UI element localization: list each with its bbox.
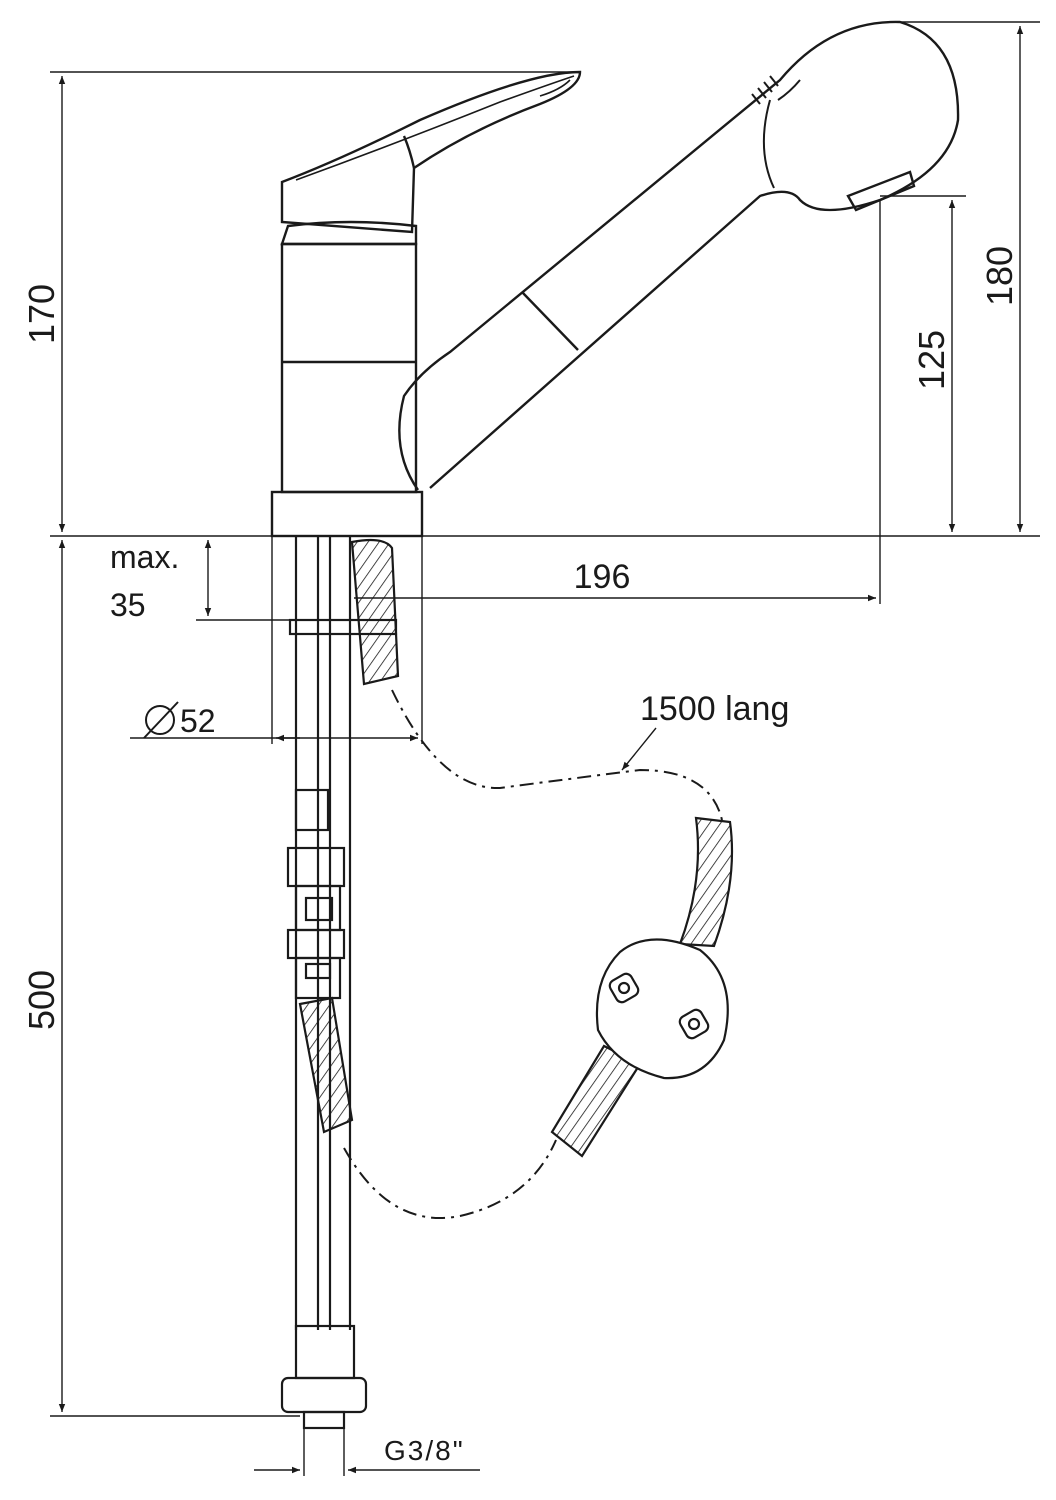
dimension-lines [50,21,1040,1476]
dim-hose-length: 1500 lang [640,690,789,728]
dim-diameter: 52 [180,703,216,739]
dim-thread: G3/8" [384,1435,465,1466]
dim-170: 170 [21,284,62,344]
hose-path [343,689,723,1220]
dim-500: 500 [21,970,62,1030]
dim-196: 196 [574,558,631,596]
diameter-symbol [143,701,179,739]
dim-max-label: max. [110,539,179,575]
dim-max-value: 35 [110,587,146,623]
pullout-spout [398,20,960,491]
faucet-column [280,242,418,494]
dim-180: 180 [979,246,1020,306]
hex-nut [280,1376,368,1414]
connection-hoses [280,536,398,1430]
dim-125: 125 [911,330,952,390]
lever-handle [280,70,582,234]
faucet-base [270,490,424,538]
grip-ridges [751,75,779,105]
spray-hose [298,538,734,1158]
faucet-body [270,220,424,538]
